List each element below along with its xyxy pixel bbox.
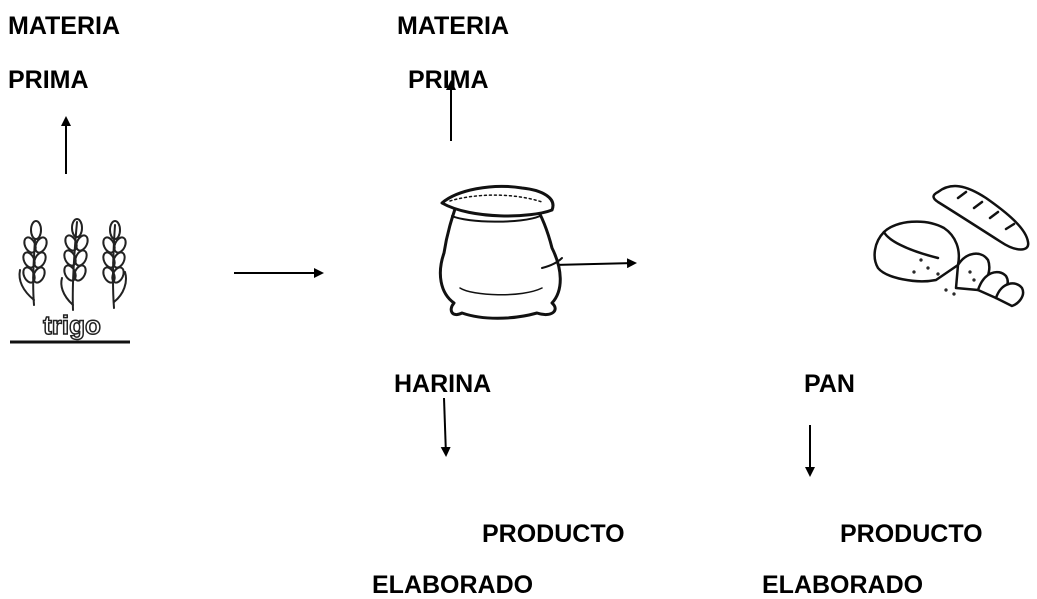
- bread-illustration: [866, 180, 1036, 310]
- wheat-caption: trigo: [43, 310, 101, 340]
- flour-sack-illustration: [412, 178, 592, 328]
- arrow-down-1: [444, 398, 446, 455]
- wheat-illustration: trigo: [10, 210, 135, 350]
